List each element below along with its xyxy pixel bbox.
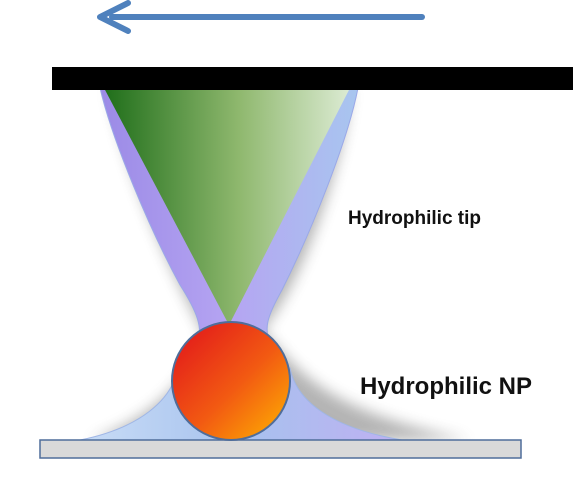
substrate <box>39 439 522 459</box>
hydrophilic-nanoparticle <box>171 321 291 441</box>
cantilever-bar <box>52 67 573 90</box>
left-arrow-icon <box>97 0 425 34</box>
nanoparticle-label: Hydrophilic NP <box>360 373 532 400</box>
tip-label: Hydrophilic tip <box>348 208 481 229</box>
hydrophilic-tip <box>104 88 350 325</box>
